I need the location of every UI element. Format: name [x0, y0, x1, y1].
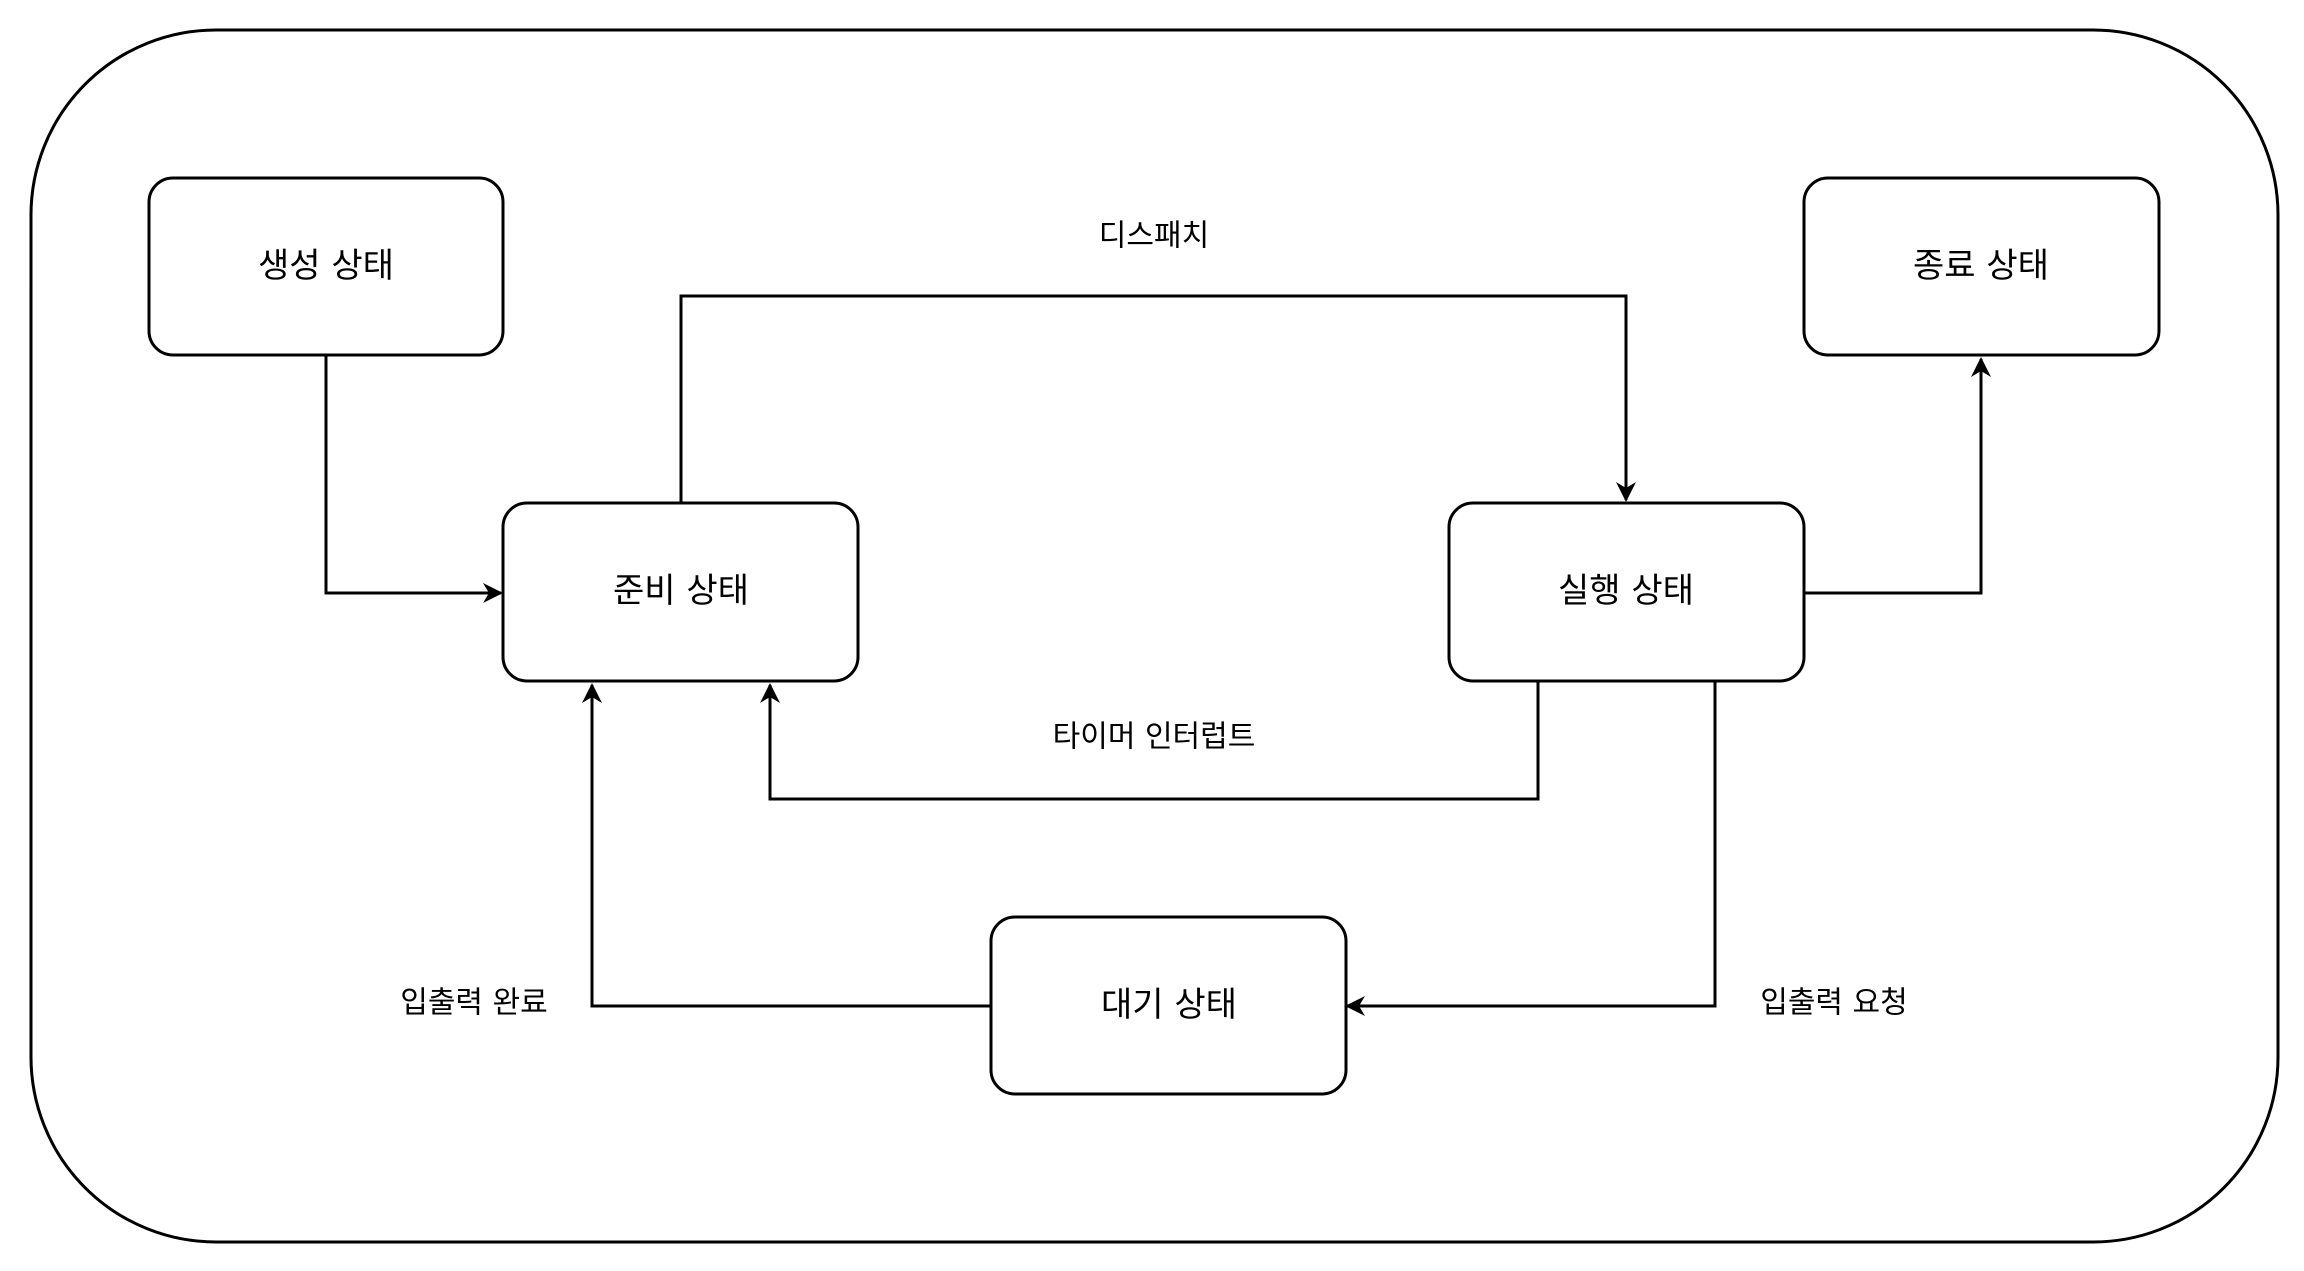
node-running-label: 실행 상태: [1558, 571, 1694, 611]
node-ready-label: 준비 상태: [613, 571, 749, 611]
edge-label-timer-interrupt: 타이머 인터럽트: [1053, 720, 1256, 755]
node-running: 실행 상태: [1447, 501, 1806, 683]
node-terminated: 종료 상태: [1802, 176, 2161, 357]
node-created: 생성 상태: [147, 176, 505, 357]
node-created-label: 생성 상태: [258, 246, 394, 286]
node-ready: 준비 상태: [501, 501, 860, 683]
edge-label-io-complete: 입출력 완료: [400, 986, 548, 1021]
edge-running-to-terminated: [1804, 357, 1991, 595]
edge-label-dispatch: 디스패치: [1099, 219, 1209, 254]
edge-created-to-ready: [324, 355, 503, 603]
node-waiting: 대기 상태: [989, 915, 1348, 1096]
edge-label-io-request: 입출력 요청: [1760, 986, 1908, 1021]
edge-io-complete: [582, 683, 991, 1008]
edge-timer-interrupt: [760, 681, 1540, 801]
edge-io-request: [1345, 681, 1717, 1016]
edge-dispatch: [679, 294, 1636, 503]
node-waiting-label: 대기 상태: [1101, 985, 1237, 1025]
node-terminated-label: 종료 상태: [1913, 246, 2049, 286]
